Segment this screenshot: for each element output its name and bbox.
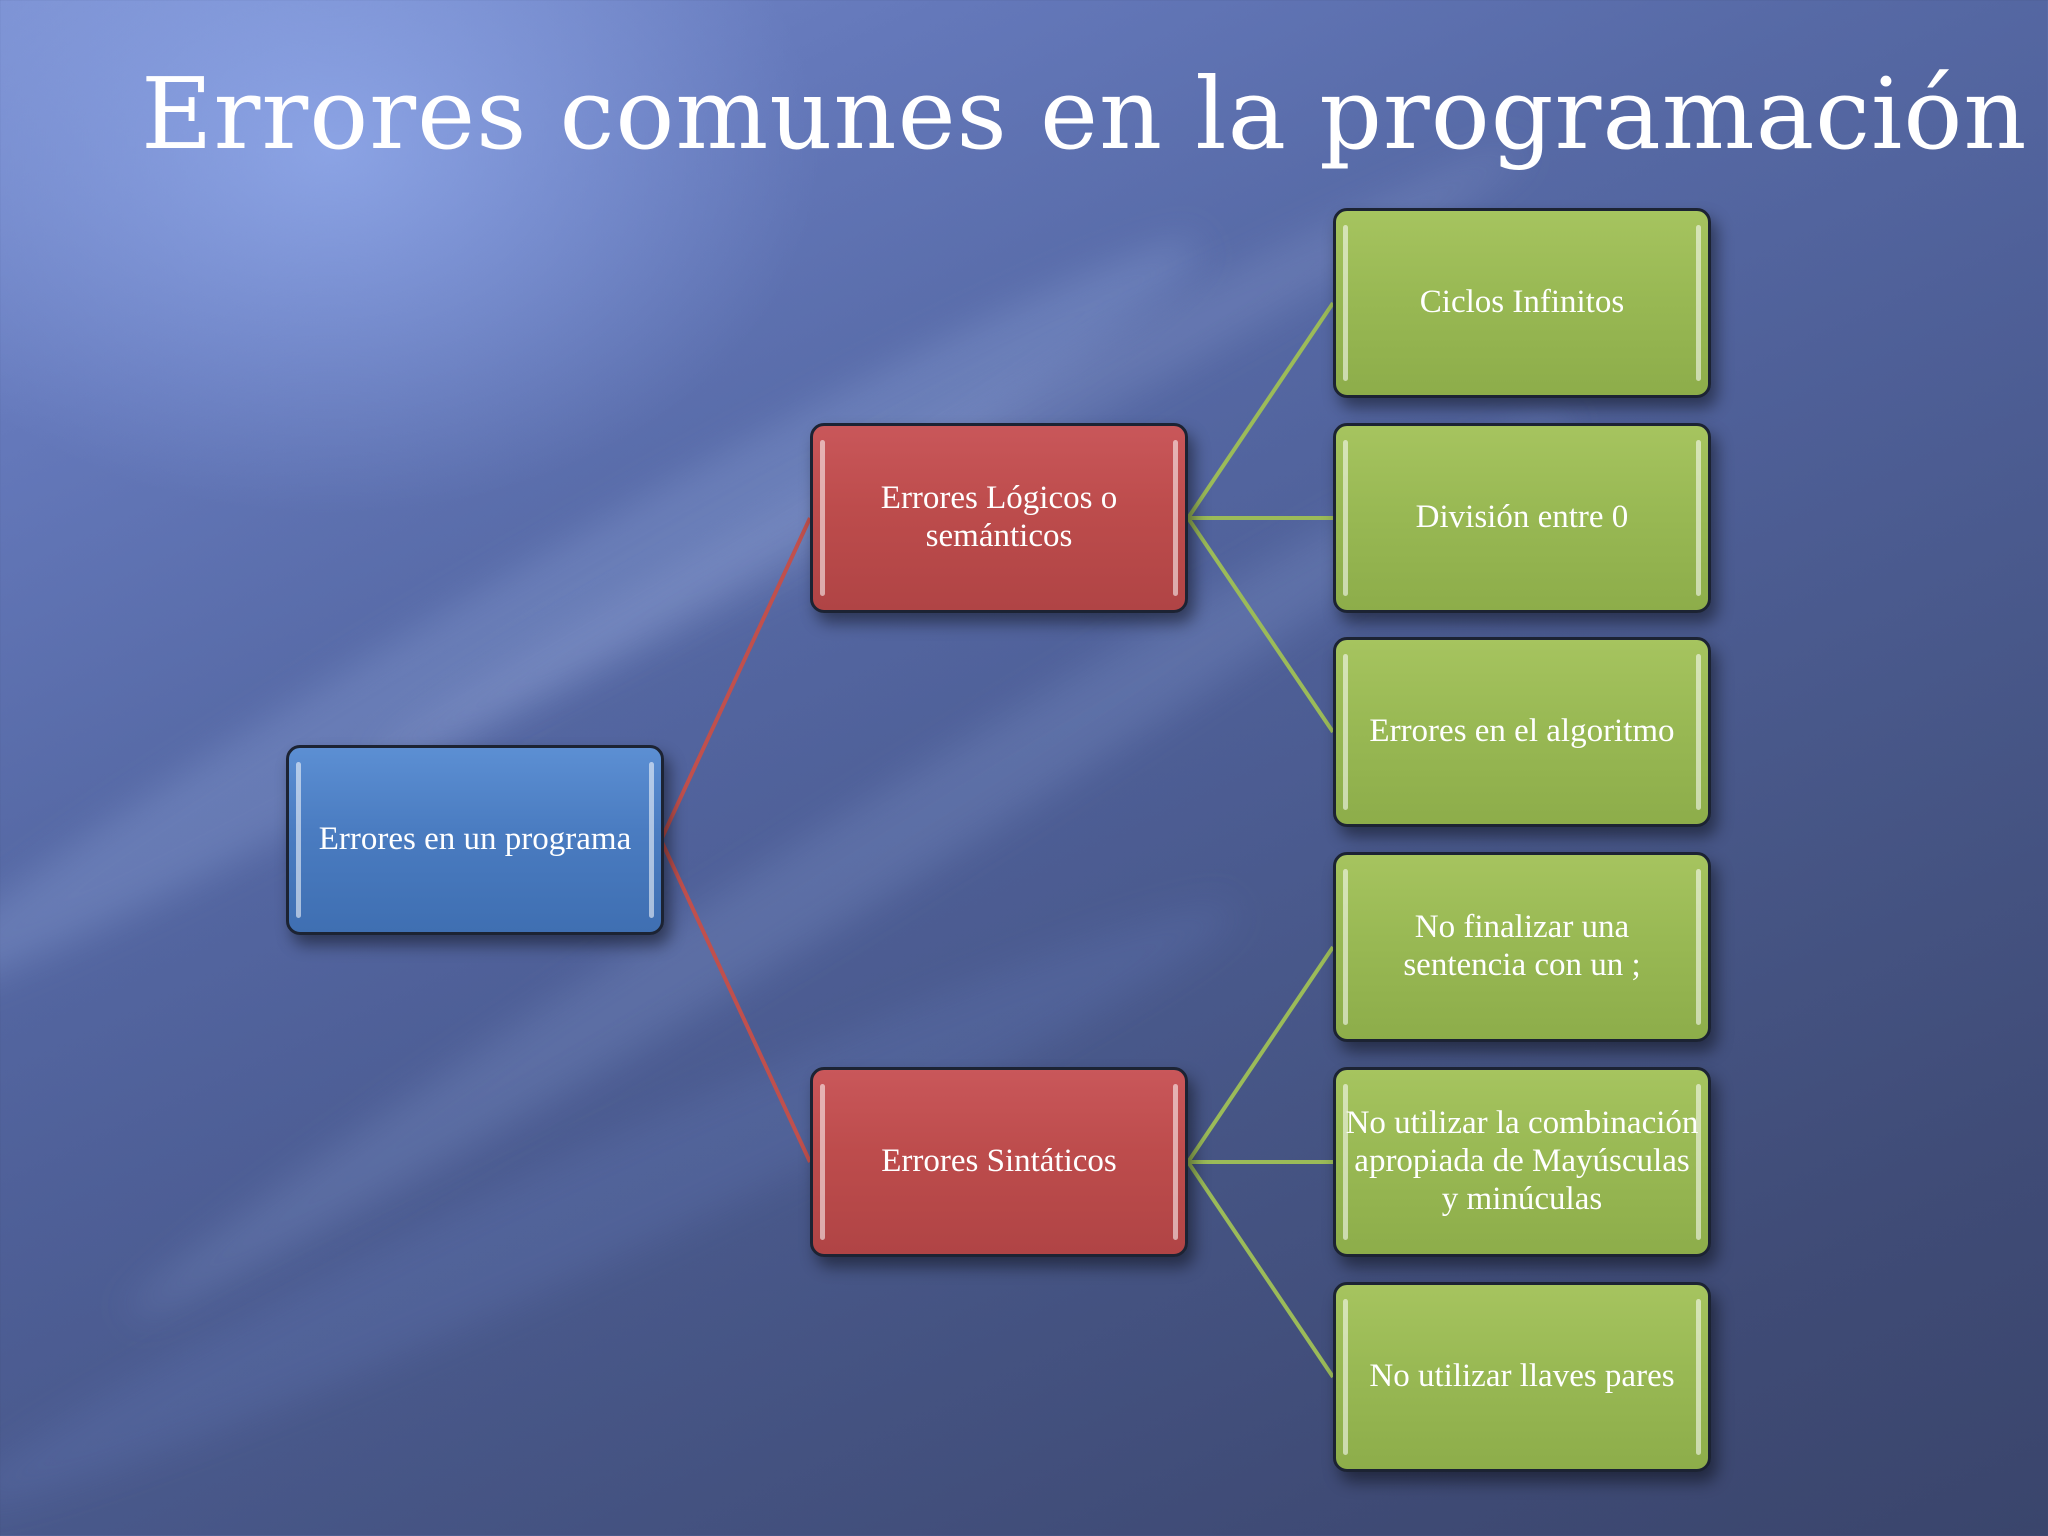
- node-errores-sintacticos-label: Errores Sintáticos: [881, 1143, 1117, 1180]
- node-root-label: Errores en un programa: [318, 821, 632, 858]
- node-division-entre-0: División entre 0: [1333, 423, 1711, 613]
- node-mayusculas-minusculas: No utilizar la combinación apropiada de …: [1333, 1067, 1711, 1257]
- connector-sintacticos-llaves: [1186, 1160, 1335, 1379]
- node-no-finalizar-sentencia-label: No finalizar una sentencia con un ;: [1403, 909, 1641, 983]
- node-errores-sintacticos: Errores Sintáticos: [810, 1067, 1188, 1257]
- node-errores-algoritmo: Errores en el algoritmo: [1333, 637, 1711, 827]
- connector-root-logicos: [659, 517, 812, 841]
- node-division-entre-0-label: División entre 0: [1415, 499, 1629, 536]
- node-llaves-pares: No utilizar llaves pares: [1333, 1282, 1711, 1472]
- node-no-finalizar-sentencia: No finalizar una sentencia con un ;: [1333, 852, 1711, 1042]
- node-ciclos-infinitos: Ciclos Infinitos: [1333, 208, 1711, 398]
- connector-logicos-algoritmo: [1186, 516, 1335, 734]
- node-root: Errores en un programa: [286, 745, 664, 935]
- node-errores-logicos: Errores Lógicos o semánticos: [810, 423, 1188, 613]
- connector-logicos-ciclos: [1186, 301, 1335, 520]
- node-llaves-pares-label: No utilizar llaves pares: [1369, 1358, 1675, 1395]
- node-errores-algoritmo-label: Errores en el algoritmo: [1369, 713, 1675, 750]
- node-ciclos-infinitos-label: Ciclos Infinitos: [1419, 284, 1625, 321]
- connector-sintacticos-sentencia: [1186, 945, 1335, 1164]
- connector-root-sintacticos: [659, 839, 812, 1163]
- node-errores-logicos-label: Errores Lógicos o semánticos: [880, 480, 1118, 554]
- slide-title: Errores comunes en la programación: [141, 58, 2028, 172]
- node-mayusculas-minusculas-label: No utilizar la combinación apropiada de …: [1345, 1105, 1699, 1217]
